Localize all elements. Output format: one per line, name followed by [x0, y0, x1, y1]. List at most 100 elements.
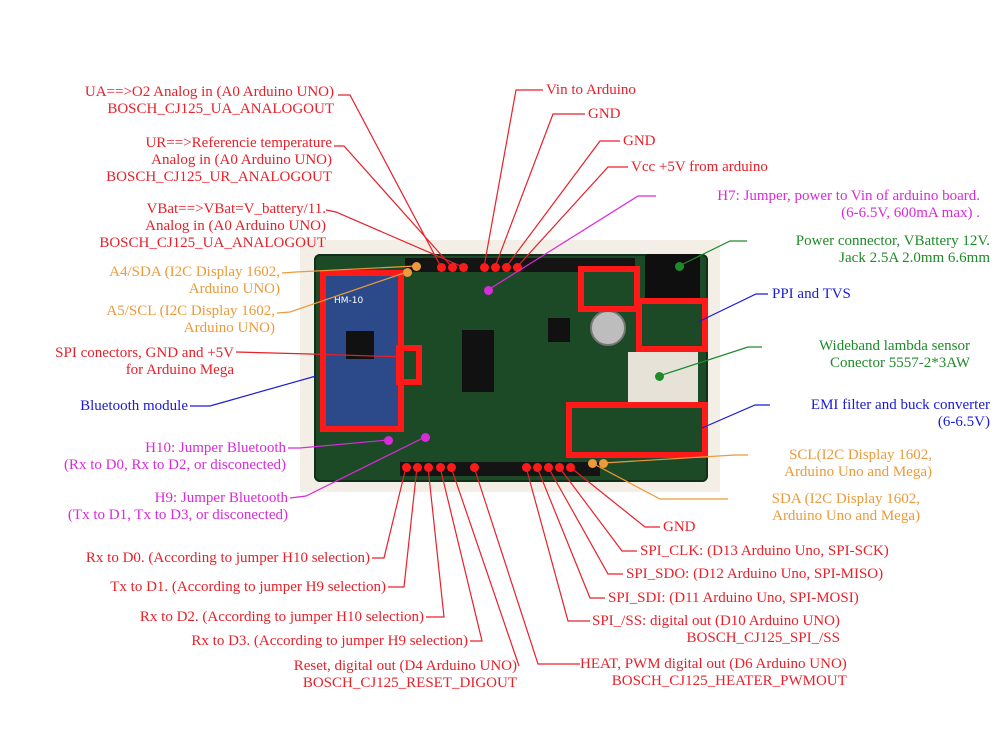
label-spi-ss: SPI_/SS: digital out (D10 Arduino UNO) B… [592, 613, 840, 647]
label-vcc: Vcc +5V from arduino [631, 159, 768, 175]
label-spi-ss-line1: SPI_/SS: digital out (D10 Arduino UNO) [592, 613, 840, 629]
label-sda-line1: SDA (I2C Display 1602, [771, 491, 920, 507]
emi-buck-highlight [566, 402, 708, 458]
label-sda-line2: Arduino Uno and Mega) [772, 508, 920, 524]
label-h7-line2: (6-6.5V, 600mA max) . [841, 205, 980, 221]
pin-dot-ur [448, 263, 457, 272]
leader-power [678, 240, 747, 267]
label-h9-jumper: H9: Jumper Bluetooth (Tx to D1, Tx to D3… [68, 490, 288, 524]
label-bluetooth-module: Bluetooth module [80, 398, 188, 414]
electrolytic-capacitor [590, 310, 626, 346]
label-lambda-line2: Conector 5557-2*3AW [829, 355, 970, 371]
label-reset-line2: BOSCH_CJ125_RESET_DIGOUT [302, 675, 517, 691]
label-power-line1: Power connector, VBattery 12V. [795, 233, 990, 249]
label-scl-line2: Arduino Uno and Mega) [784, 464, 932, 480]
label-gnd-top-1: GND [588, 106, 621, 122]
label-h9-line2: (Tx to D1, Tx to D3, or disconected) [67, 507, 288, 523]
label-ua-line1: UA==>O2 Analog in (A0 Arduino UNO) [84, 84, 334, 100]
spi-mega-connector-highlight [396, 345, 422, 385]
leader-rx-d3 [439, 466, 483, 642]
label-scl-line1: SCL(I2C Display 1602, [789, 447, 932, 463]
leader-emi [701, 404, 770, 429]
ppi-highlight-2 [636, 298, 708, 352]
bt-module-marking: HM-10 [334, 296, 364, 306]
pin-dot-d0 [402, 463, 411, 472]
bluetooth-chip [346, 331, 374, 359]
leader-gnd2 [505, 140, 620, 268]
leader-ua [338, 94, 442, 268]
label-emi-line1: EMI filter and buck converter [810, 397, 990, 413]
label-a4-sda: A4/SDA (I2C Display 1602, Arduino UNO) [109, 264, 280, 298]
label-spi-mega-line2: for Arduino Mega [125, 362, 234, 378]
label-a4-line1: A4/SDA (I2C Display 1602, [109, 264, 280, 280]
leader-h10 [288, 439, 389, 449]
pin-dot-ua [437, 263, 446, 272]
label-h7-line1: H7: Jumper, power to Vin of arduino boar… [717, 188, 980, 204]
pin-dot-h10 [384, 436, 393, 445]
label-power-line2: Jack 2.5A 2.0mm 6.6mm [839, 250, 990, 266]
leader-vin [483, 89, 543, 268]
label-ur-analog-in: UR==>Referencie temperature Analog in (A… [106, 135, 332, 186]
leader-ur [334, 145, 453, 268]
leader-spi-clk [558, 466, 637, 552]
label-a5-line1: A5/SCL (I2C Display 1602, [106, 303, 275, 319]
leader-h7 [487, 195, 656, 291]
leader-rx-d2 [426, 466, 445, 618]
leader-scl [602, 454, 748, 464]
label-h10-line2: (Rx to D0, Rx to D2, or disconected) [63, 457, 286, 473]
label-rx-d0: Rx to D0. (According to jumper H10 selec… [85, 550, 370, 566]
label-ua-line2: BOSCH_CJ125_UA_ANALOGOUT [107, 101, 334, 117]
label-ur-line1: UR==>Referencie temperature [145, 135, 332, 151]
leader-ppi [697, 293, 768, 323]
label-emi-buck: EMI filter and buck converter (6-6.5V) [811, 397, 990, 431]
label-vbat-line1: VBat==>VBat=V_battery/11. [146, 201, 326, 217]
label-heat-pwm: HEAT, PWM digital out (D6 Arduino UNO) B… [580, 656, 847, 690]
label-h7-jumper: H7: Jumper, power to Vin of arduino boar… [717, 188, 980, 222]
label-sda-i2c: SDA (I2C Display 1602, Arduino Uno and M… [772, 491, 920, 525]
leader-bluetooth [190, 375, 317, 407]
label-heat-line2: BOSCH_CJ125_HEATER_PWMOUT [611, 673, 847, 689]
label-heat-line1: HEAT, PWM digital out (D6 Arduino UNO) [580, 656, 847, 672]
pin-dot-a5 [403, 268, 412, 277]
label-a5-scl: A5/SCL (I2C Display 1602, Arduino UNO) [106, 303, 275, 337]
label-ur-line2: Analog in (A0 Arduino UNO) [151, 152, 332, 168]
label-rx-d2: Rx to D2. (According to jumper H10 selec… [139, 609, 424, 625]
leader-spi-ss [525, 466, 590, 622]
pin-dot-gnd1 [491, 263, 500, 272]
leader-gnd1 [494, 113, 585, 268]
pin-dot-h7 [484, 286, 493, 295]
pin-dot-gnd2 [502, 263, 511, 272]
cj125-ic [462, 330, 494, 392]
label-scl-i2c: SCL(I2C Display 1602, Arduino Uno and Me… [784, 447, 932, 481]
label-gnd-top-2: GND [623, 133, 656, 149]
leader-spi-sdo [547, 466, 623, 575]
label-reset: Reset, digital out (D4 Arduino UNO) BOSC… [294, 658, 517, 692]
leader-tx-d1 [388, 466, 418, 588]
label-ua-analog-in: UA==>O2 Analog in (A0 Arduino UNO) BOSCH… [85, 84, 334, 118]
leader-lambda [658, 346, 762, 377]
label-rx-d3: Rx to D3. (According to jumper H9 select… [191, 633, 468, 649]
label-spi-mega-line1: SPI conectors, GND and +5V [55, 345, 234, 361]
pin-dot-h9 [421, 433, 430, 442]
label-a5-line2: Arduino UNO) [183, 320, 275, 336]
pin-dot-vcc [513, 263, 522, 272]
ppi-highlight-1 [578, 266, 640, 312]
pin-dot-vin [480, 263, 489, 272]
pin-dot-lambda [655, 372, 664, 381]
label-reset-line1: Reset, digital out (D4 Arduino UNO) [293, 658, 517, 674]
label-spi-clk: SPI_CLK: (D13 Arduino Uno, SPI-SCK) [640, 543, 889, 559]
leader-vcc [516, 166, 628, 268]
leader-spi-sdi [536, 466, 605, 599]
label-h9-line1: H9: Jumper Bluetooth [154, 490, 288, 506]
leader-a5 [276, 271, 408, 314]
label-a4-line2: Arduino UNO) [188, 281, 280, 297]
label-tx-d1: Tx to D1. (According to jumper H9 select… [110, 579, 386, 595]
label-vbat-line2: Analog in (A0 Arduino UNO) [145, 218, 326, 234]
leader-spi-mega [235, 351, 405, 358]
pin-dot-a4 [412, 262, 421, 271]
label-emi-line2: (6-6.5V) [937, 414, 990, 430]
leader-h9 [289, 436, 426, 499]
power-jack [645, 254, 700, 304]
leader-a4 [281, 265, 417, 274]
pin-dot-power [675, 262, 684, 271]
